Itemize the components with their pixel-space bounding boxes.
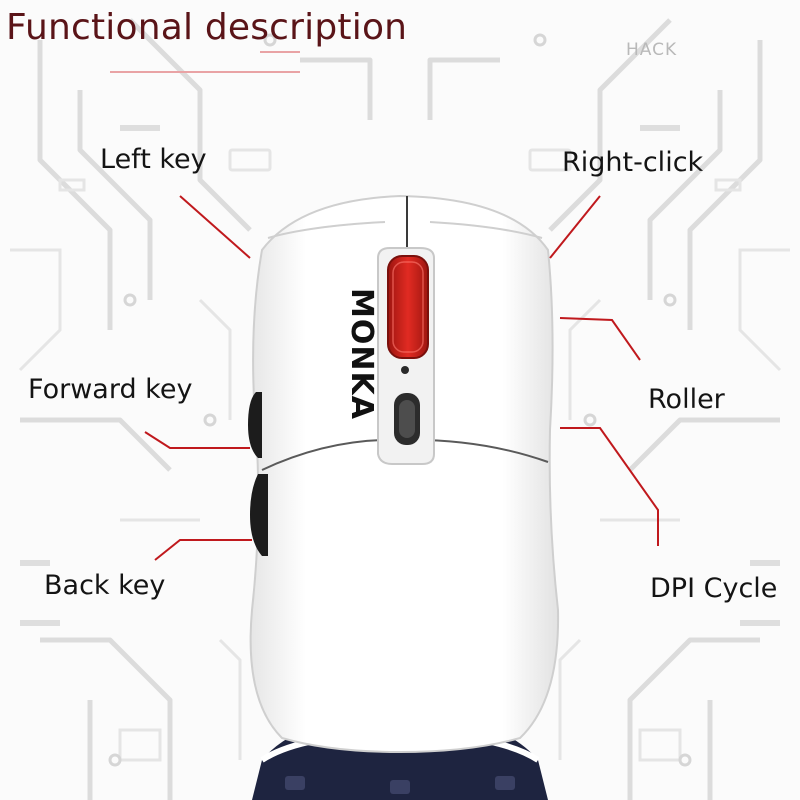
label-roller: Roller: [648, 384, 725, 415]
leader-left-key: [179, 195, 251, 259]
leader-right-click: [549, 195, 601, 259]
forward-side-button: [248, 392, 262, 458]
leader-roller: [559, 317, 641, 361]
leader-forward-key: [144, 431, 250, 449]
scroll-wheel: [387, 255, 429, 359]
label-forward-key: Forward key: [28, 374, 193, 405]
background-hack-text: HACK: [626, 40, 678, 60]
back-side-button: [250, 474, 268, 556]
brand-logo: MONKA: [344, 288, 379, 420]
leader-back-key: [154, 539, 252, 561]
label-right-click: Right-click: [562, 147, 704, 178]
label-back-key: Back key: [44, 570, 166, 601]
leader-dpi-cycle: [560, 427, 659, 546]
label-dpi-cycle: DPI Cycle: [650, 573, 778, 604]
label-left-key: Left key: [100, 144, 207, 175]
page-title: Functional description: [6, 7, 408, 48]
